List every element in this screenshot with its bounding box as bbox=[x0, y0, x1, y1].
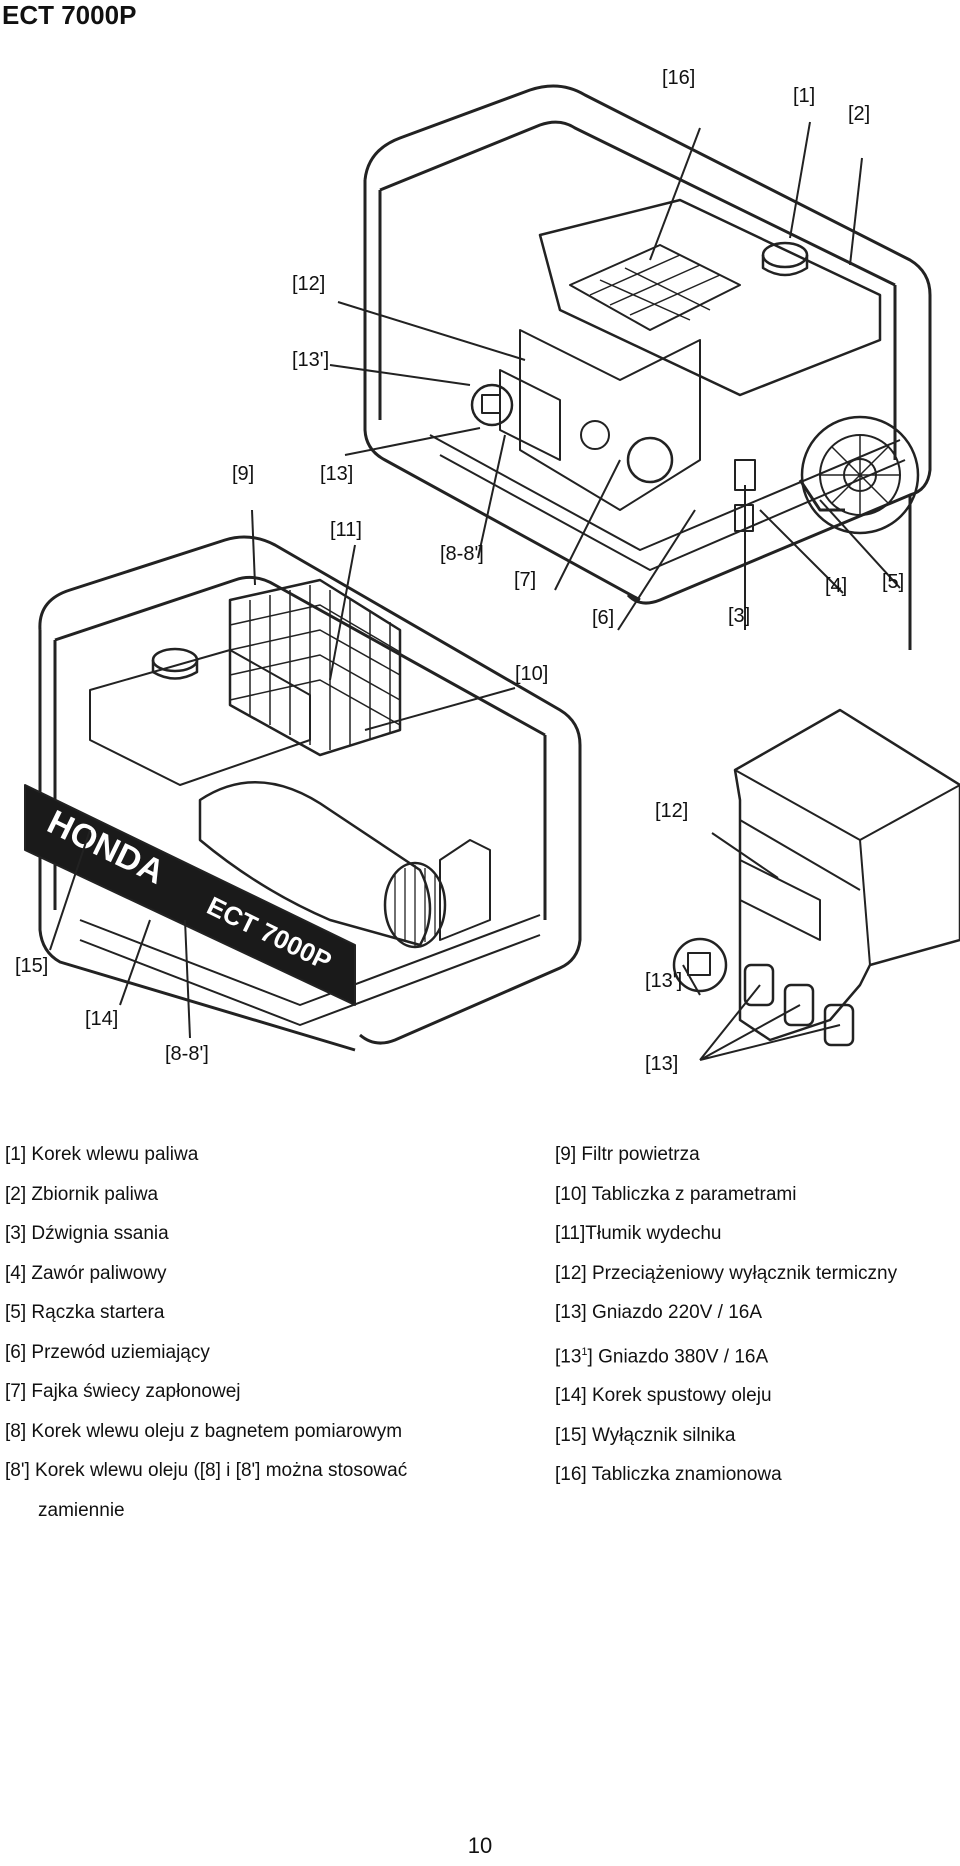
legend-item: [16] Tabliczka znamionowa bbox=[555, 1464, 782, 1486]
callout-1: [1] bbox=[793, 85, 815, 107]
callout-8-8-lower: [8-8'] bbox=[165, 1043, 209, 1065]
legend-item: [1] Korek wlewu paliwa bbox=[5, 1144, 199, 1165]
callout-3: [3] bbox=[728, 605, 750, 627]
callout-8-8: [8-8'] bbox=[440, 543, 484, 565]
lower-generator-illustration bbox=[24, 535, 582, 1052]
legend-item: [2] Zbiornik paliwa bbox=[5, 1183, 159, 1205]
callout-16: [16] bbox=[662, 67, 695, 89]
callout-5: [5] bbox=[882, 571, 904, 593]
legend-item: [14] Korek spustowy oleju bbox=[555, 1385, 772, 1407]
legend-item: [10] Tabliczka z parametrami bbox=[555, 1183, 797, 1205]
callout-12-detail: [12] bbox=[655, 800, 688, 822]
socket-box-illustration bbox=[672, 708, 960, 1047]
callout-4: [4] bbox=[825, 575, 847, 597]
callout-9: [9] bbox=[232, 463, 254, 485]
legend-item: [5] Rączka startera bbox=[5, 1302, 165, 1323]
leader-lines bbox=[49, 121, 901, 1061]
legend-item: [15] Wyłącznik silnika bbox=[555, 1424, 736, 1446]
legend-item: [4] Zawór paliwowy bbox=[5, 1262, 167, 1284]
legend-item: [12] Przeciążeniowy wyłącznik termiczny bbox=[555, 1262, 898, 1284]
upper-generator-illustration bbox=[363, 84, 932, 650]
legend-item-continuation: zamiennie bbox=[38, 1499, 125, 1521]
page-title: ECT 7000P bbox=[2, 0, 137, 30]
callout-2: [2] bbox=[848, 103, 870, 125]
callout-13-prime-detail: [13'] bbox=[645, 970, 682, 992]
legend-right-column: [9] Filtr powietrza [10] Tabliczka z par… bbox=[555, 1135, 955, 1495]
legend-item: [8] Korek wlewu oleju z bagnetem pomiaro… bbox=[5, 1420, 403, 1442]
generator-diagram: HONDA ECT 7000P [16] [1] [2] [12] [13'] … bbox=[15, 67, 960, 1075]
legend-item: [13] Gniazdo 220V / 16A bbox=[555, 1302, 763, 1323]
legend-item: [9] Filtr powietrza bbox=[555, 1144, 700, 1165]
legend-item: [8'] Korek wlewu oleju ([8] i [8'] można… bbox=[5, 1460, 408, 1481]
callout-10: [10] bbox=[515, 663, 548, 685]
legend-item: [11]Tłumik wydechu bbox=[555, 1223, 722, 1244]
legend-item: [7] Fajka świecy zapłonowej bbox=[5, 1381, 241, 1402]
legend-suffix: ] Gniazdo 380V / 16A bbox=[587, 1345, 769, 1367]
legend-superscript: 1 bbox=[581, 1345, 588, 1358]
legend-item-380v: [131] Gniazdo 380V / 16A bbox=[555, 1333, 955, 1377]
legend-item: [3] Dźwignia ssania bbox=[5, 1223, 169, 1244]
page-number: 10 bbox=[467, 1833, 493, 1858]
callout-15: [15] bbox=[15, 955, 48, 977]
callout-7: [7] bbox=[514, 569, 536, 591]
callout-13: [13] bbox=[320, 463, 353, 485]
callout-11: [11] bbox=[330, 519, 362, 541]
callout-12: [12] bbox=[292, 273, 325, 295]
callout-13-detail: [13] bbox=[645, 1053, 678, 1075]
callout-14: [14] bbox=[85, 1008, 118, 1030]
callout-6: [6] bbox=[592, 607, 614, 629]
legend-prefix: [13 bbox=[555, 1345, 582, 1367]
callout-13-prime: [13'] bbox=[292, 349, 329, 371]
legend-item: [6] Przewód uziemiający bbox=[5, 1341, 210, 1363]
legend-left-column: [1] Korek wlewu paliwa [2] Zbiornik pali… bbox=[5, 1135, 545, 1530]
